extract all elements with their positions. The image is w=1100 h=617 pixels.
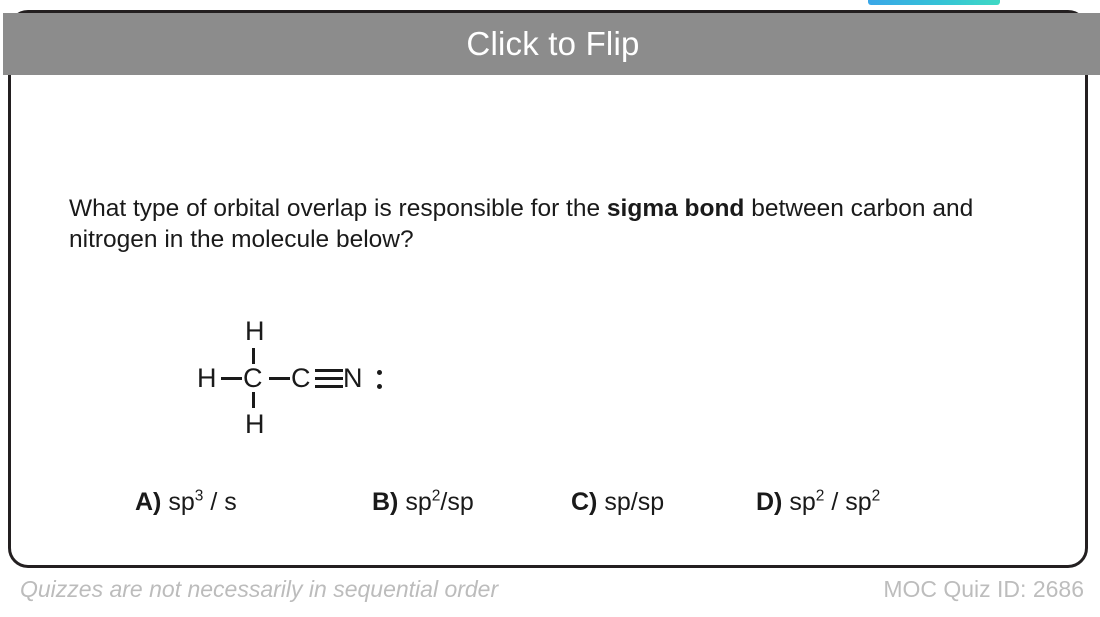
answer-d-sep: / (824, 488, 846, 516)
answer-b-base2: sp (447, 488, 474, 516)
molecule-lone-pair-dot-bottom (377, 384, 382, 389)
card-header-title: Click to Flip (466, 24, 640, 62)
molecule-triple-bond-line-2 (315, 377, 343, 380)
answer-b-sep: / (440, 488, 448, 516)
answer-a-label: A) (135, 488, 162, 516)
answer-a-base1: sp (168, 488, 195, 516)
card-header-flip-bar[interactable]: Click to Flip (3, 13, 1100, 75)
molecule-atom-h-top: H (245, 316, 265, 346)
question-emphasis: sigma bond (606, 195, 745, 222)
molecule-atom-n: N (343, 363, 363, 393)
answer-d-sup2: 2 (871, 487, 881, 505)
answer-c-base2: sp (637, 488, 665, 516)
footer-note: Quizzes are not necessarily in sequentia… (20, 576, 499, 602)
answer-choice-c[interactable]: C) sp/sp (571, 490, 664, 515)
answer-choice-a[interactable]: A) sp3 / s (135, 487, 237, 516)
answer-c-base1: sp (604, 488, 631, 516)
answer-b-base1: sp (405, 488, 432, 516)
molecule-atom-c2: C (291, 363, 311, 393)
molecule-triple-bond-line-3 (315, 385, 343, 388)
answer-d-sup1: 2 (815, 487, 825, 505)
answer-choices: A) sp3 / s B) sp2/sp C) sp/sp D) sp2 / s… (11, 487, 1085, 538)
answer-d-base1: sp (789, 488, 816, 516)
molecule-bond-c1-c2 (269, 377, 290, 380)
molecule-diagram: H H C C N H (197, 318, 397, 443)
answer-choice-b[interactable]: B) sp2/sp (372, 487, 474, 516)
answer-b-sup1: 2 (431, 487, 441, 505)
footer-quiz-id: MOC Quiz ID: 2686 (883, 576, 1084, 602)
question-text: What type of orbital overlap is responsi… (69, 193, 1029, 256)
molecule-bond-c1-htop (252, 348, 255, 364)
molecule-bond-hleft-c1 (221, 377, 242, 380)
question-part1: What type of orbital overlap is responsi… (69, 195, 607, 222)
molecule-triple-bond-line-1 (315, 369, 343, 372)
top-accent-bar (868, 0, 1000, 5)
answer-a-sup1: 3 (194, 487, 204, 505)
answer-choice-d[interactable]: D) sp2 / sp2 (756, 487, 881, 516)
answer-d-base2: sp (845, 488, 872, 516)
flashcard[interactable]: Click to Flip What type of orbital overl… (3, 10, 1100, 568)
answer-c-sep: / (630, 488, 638, 516)
answer-c-label: C) (571, 488, 598, 516)
answer-b-label: B) (372, 488, 399, 516)
answer-a-base2: s (224, 488, 237, 516)
molecule-atom-c1: C (243, 363, 263, 393)
molecule-lone-pair-dot-top (377, 370, 382, 375)
molecule-bond-c1-hbottom (252, 392, 255, 408)
molecule-atom-h-left: H (197, 363, 217, 393)
footer: Quizzes are not necessarily in sequentia… (0, 578, 1100, 617)
card-body: What type of orbital overlap is responsi… (11, 75, 1085, 565)
answer-d-label: D) (756, 488, 783, 516)
answer-a-sep: / (203, 488, 225, 516)
molecule-atom-h-bottom: H (245, 409, 265, 439)
question-part2: between carbon and nitrogen in the molec… (69, 195, 974, 254)
